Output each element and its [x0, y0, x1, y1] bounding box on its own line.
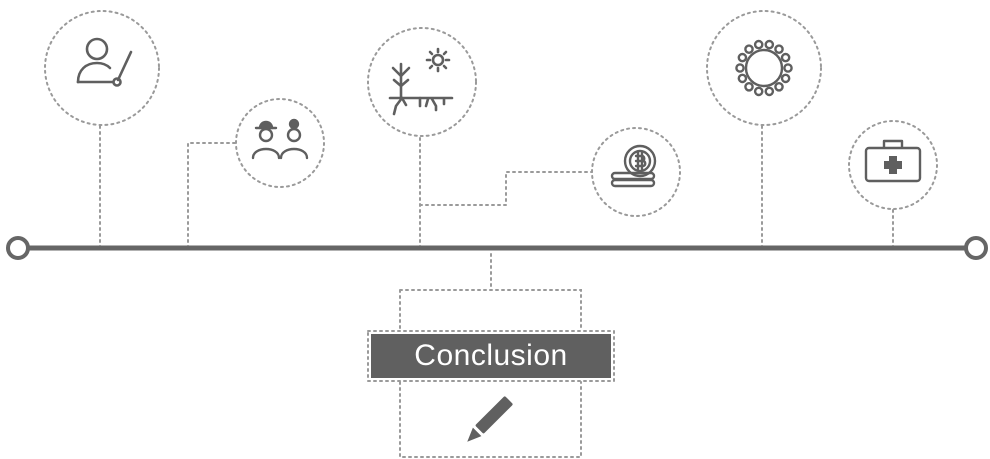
virus-spike	[774, 44, 784, 55]
virus-spike	[753, 39, 764, 50]
node-2-circle	[235, 98, 325, 188]
timeline-end-marker	[964, 236, 988, 260]
plant-sun-roots-icon	[388, 47, 454, 116]
node-6-circle	[848, 120, 938, 210]
two-people-icon	[251, 118, 309, 160]
node-circles	[44, 10, 938, 217]
virus-spike	[737, 73, 748, 84]
virus-spike	[764, 86, 775, 97]
node-3-circle	[367, 27, 477, 137]
virus-spike	[744, 82, 754, 92]
timeline-axis	[6, 236, 988, 260]
virus-spike	[774, 82, 784, 92]
connector-2	[187, 142, 237, 249]
conclusion-label: Conclusion	[371, 334, 611, 378]
virus-spike	[783, 63, 793, 73]
virus-spike	[780, 52, 791, 63]
virus-ring-icon	[735, 39, 793, 97]
node-5-circle	[706, 10, 822, 126]
connector-conclusion	[399, 253, 582, 458]
virus-spike	[764, 39, 775, 50]
timeline-start-marker	[6, 236, 30, 260]
connectors	[99, 125, 894, 458]
first-aid-kit-icon	[864, 139, 922, 183]
conclusion-label-text: Conclusion	[414, 339, 568, 372]
node-4-circle	[591, 127, 681, 217]
connector-3	[419, 137, 593, 249]
virus-spike	[737, 52, 748, 63]
pencil-icon	[467, 396, 513, 442]
teacher-pointer-icon	[76, 37, 133, 87]
virus-spike	[744, 44, 754, 55]
virus-spike	[780, 73, 791, 84]
label-frame	[367, 330, 615, 382]
node-1-circle	[44, 10, 160, 126]
coin-stack-baht-icon	[610, 144, 657, 188]
virus-spike	[753, 86, 764, 97]
virus-spike	[735, 63, 745, 73]
